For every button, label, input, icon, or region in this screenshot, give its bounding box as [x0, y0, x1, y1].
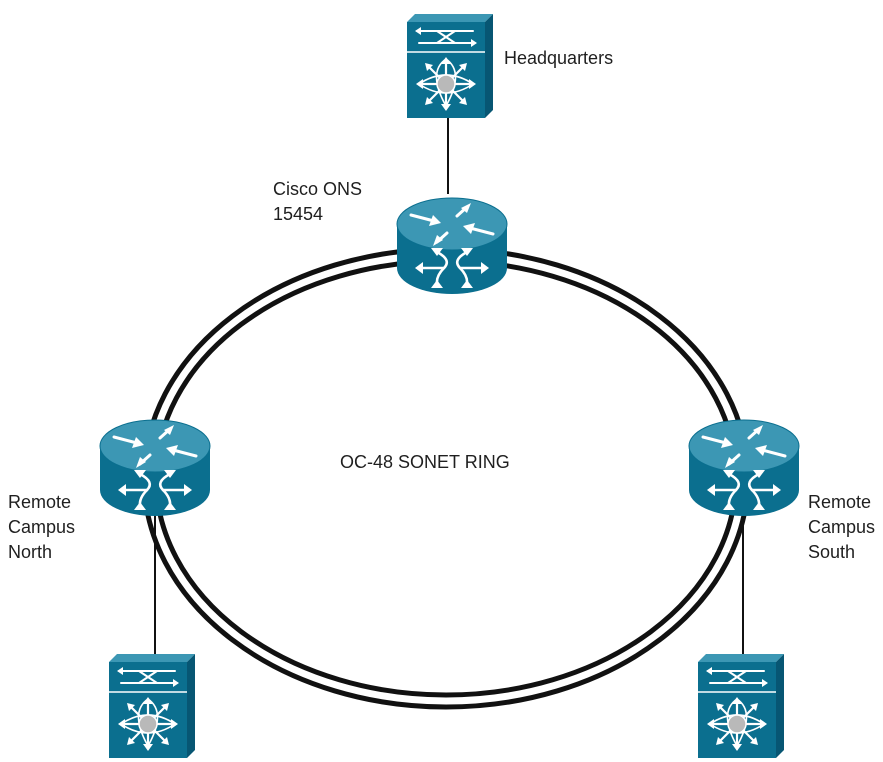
- remote-north-label: Remote Campus North: [8, 490, 75, 565]
- north-campus-multilayer-switch-icon[interactable]: [107, 652, 197, 760]
- ons-south-router-icon[interactable]: [687, 418, 801, 518]
- ons-north-router-icon[interactable]: [98, 418, 212, 518]
- remote-south-label: Remote Campus South: [808, 490, 875, 565]
- ons-label-line-2: 15454: [273, 204, 324, 224]
- ons-label: Cisco ONS 15454: [273, 177, 362, 227]
- ring-inner-line: [153, 258, 739, 698]
- ons-label-line-1: Cisco ONS: [273, 179, 363, 199]
- south-campus-multilayer-switch-icon[interactable]: [696, 652, 786, 760]
- sonet-ring: [141, 246, 751, 710]
- ring-outer-line: [141, 246, 751, 710]
- ring-label: OC-48 SONET RING: [340, 452, 510, 472]
- remote-north-label-line-1: Remote: [8, 492, 72, 512]
- remote-north-label-line-2: Campus: [8, 517, 76, 537]
- remote-south-label-line-2: Campus: [808, 517, 876, 537]
- headquarters-label: Headquarters: [504, 48, 614, 68]
- headquarters-multilayer-switch-icon[interactable]: [405, 12, 495, 120]
- ons-15454-top-router-icon[interactable]: [395, 196, 509, 296]
- remote-south-label-line-3: South: [808, 542, 856, 562]
- remote-south-label-line-1: Remote: [808, 492, 872, 512]
- remote-north-label-line-3: North: [8, 542, 53, 562]
